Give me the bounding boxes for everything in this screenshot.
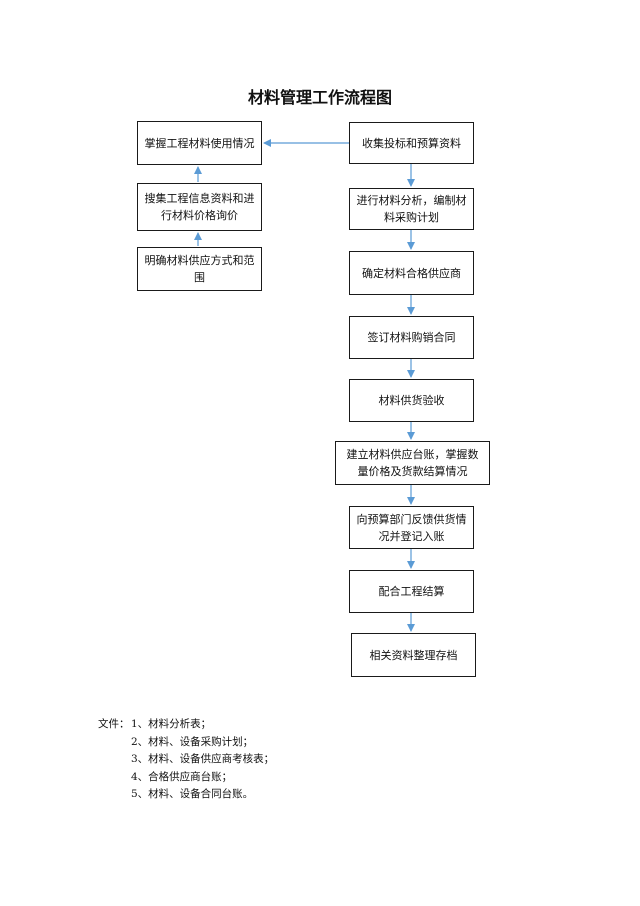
left-box-2-text: 搜集工程信息资料和进行材料价格询价: [144, 192, 255, 222]
right-box-3: 确定材料合格供应商: [349, 251, 474, 295]
right-box-5: 材料供货验收: [349, 379, 474, 422]
right-box-3-text: 确定材料合格供应商: [362, 266, 461, 280]
file-item-4: 4、合格供应商台账；: [131, 770, 233, 783]
right-box-8: 配合工程结算: [349, 570, 474, 613]
left-box-3: 明确材料供应方式和范围: [137, 247, 262, 291]
right-box-7: 向预算部门反馈供货情况并登记入账: [349, 506, 474, 549]
left-box-3-text: 明确材料供应方式和范围: [144, 254, 255, 284]
file-item-3: 3、材料、设备供应商考核表；: [131, 753, 275, 765]
right-box-8-text: 配合工程结算: [378, 585, 445, 598]
right-box-5-text: 材料供货验收: [378, 394, 445, 407]
right-box-7-text: 向预算部门反馈供货情况并登记入账: [356, 512, 467, 543]
right-box-6: 建立材料供应台账，掌握数量价格及货款结算情况: [335, 441, 490, 485]
file-list-item: 4、合格供应商台账；: [98, 769, 274, 787]
right-box-6-text: 建立材料供应台账，掌握数量价格及货款结算情况: [346, 448, 479, 478]
page-title: 材料管理工作流程图: [247, 88, 392, 107]
right-box-4: 签订材料购销合同: [349, 316, 474, 359]
right-box-2: 进行材料分析，编制材料采购计划: [349, 188, 474, 230]
right-box-9: 相关资料整理存档: [351, 633, 476, 677]
file-item-2: 2、材料、设备采购计划；: [131, 735, 254, 748]
file-list-item: 文件：1、材料分析表；: [98, 716, 274, 734]
right-box-1-text: 收集投标和预算资料: [362, 136, 461, 150]
file-list: 文件：1、材料分析表； 2、材料、设备采购计划； 3、材料、设备供应商考核表； …: [98, 716, 274, 804]
right-box-1: 收集投标和预算资料: [349, 122, 474, 164]
left-box-1-text: 掌握工程材料使用情况: [144, 136, 255, 150]
right-box-2-text: 进行材料分析，编制材料采购计划: [356, 194, 467, 224]
left-box-2: 搜集工程信息资料和进行材料价格询价: [137, 183, 262, 231]
file-list-item: 5、材料、设备合同台账。: [98, 786, 274, 804]
file-list-item: 2、材料、设备采购计划；: [98, 734, 274, 752]
right-box-4-text: 签订材料购销合同: [367, 331, 456, 344]
file-list-label: 文件：: [98, 718, 130, 730]
file-item-5: 5、材料、设备合同台账。: [131, 788, 254, 800]
right-box-9-text: 相关资料整理存档: [369, 648, 458, 662]
file-list-item: 3、材料、设备供应商考核表；: [98, 751, 274, 769]
file-item-1: 1、材料分析表；: [131, 718, 212, 730]
left-box-1: 掌握工程材料使用情况: [137, 121, 262, 165]
